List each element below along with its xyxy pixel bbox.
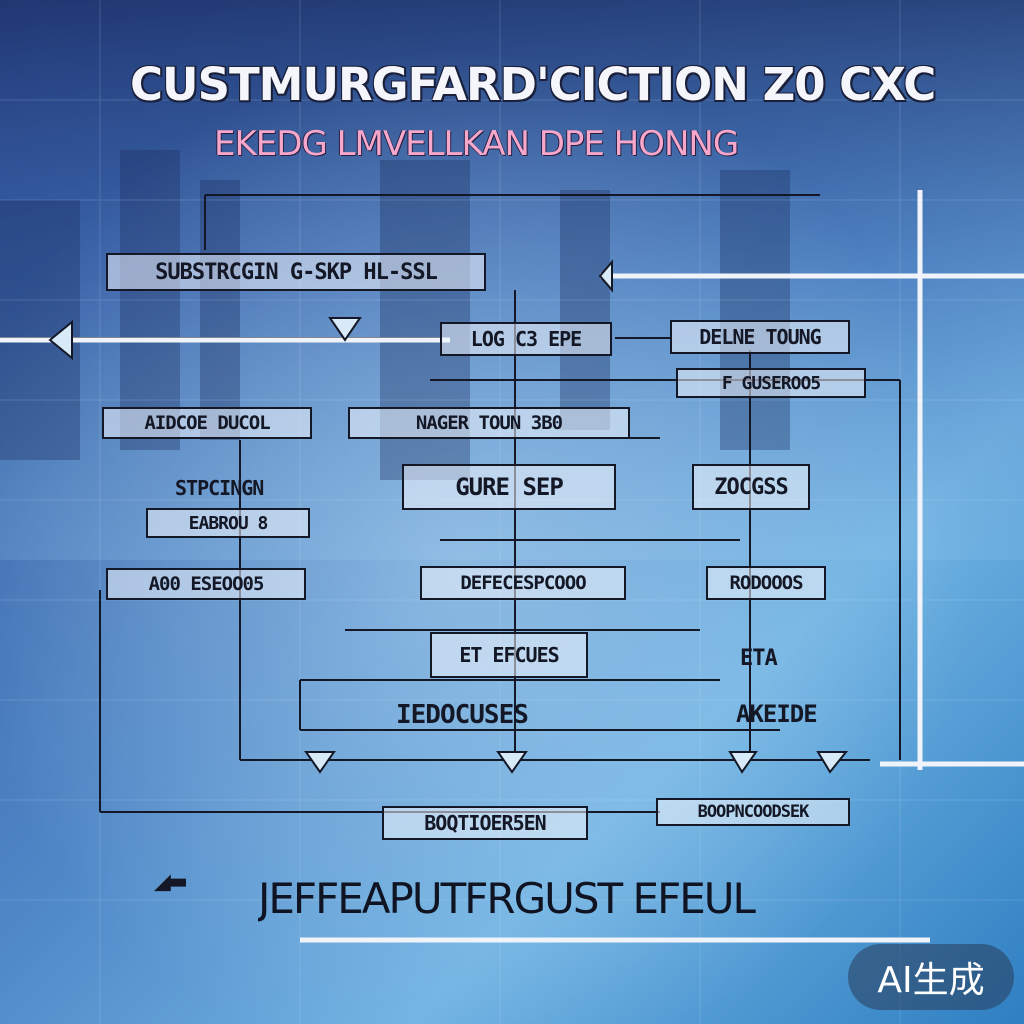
- arrow-mark-icon: ◢▬: [154, 864, 186, 897]
- node-box: DELNE TOUNG: [670, 320, 850, 354]
- diagram-subtitle: EKEDG LMVELLKAN DPE HONNG: [214, 124, 739, 164]
- ai-generated-badge: AI生成: [848, 944, 1014, 1010]
- node-box: EABROU 8: [146, 508, 310, 538]
- node-box: DEFECESPCOOO: [420, 566, 626, 600]
- node-box: LOG C3 EPE: [440, 322, 612, 356]
- node-box: RODOOOS: [706, 566, 826, 600]
- diagram-title: CUSTMURGFARD'CICTION Z0 CXC: [130, 58, 936, 111]
- node-box: F GUSEROO5: [676, 368, 866, 398]
- node-label: ETA: [740, 646, 778, 671]
- node-label: STPCINGN: [175, 476, 264, 500]
- node-box: GURE SEP: [402, 464, 616, 510]
- node-box: AIDCOE DUCOL: [102, 407, 312, 439]
- node-label: IEDOCUSES: [396, 700, 529, 730]
- footer-text: JEFFEAPUTFRGUST EFEUL: [258, 874, 756, 923]
- node-box: ZOCGSS: [692, 464, 810, 510]
- node-box: BOOPNCOODSEK: [656, 798, 850, 826]
- node-box: NAGER TOUN 3B0: [348, 407, 630, 439]
- node-box: BOQTIOER5EN: [382, 806, 588, 840]
- node-box: SUBSTRCGIN G-SKP HL-SSL: [106, 253, 486, 291]
- node-box: ET EFCUES: [430, 632, 588, 678]
- node-box: A00 ESEOO05: [106, 568, 306, 600]
- node-label: AKEIDE: [736, 700, 818, 728]
